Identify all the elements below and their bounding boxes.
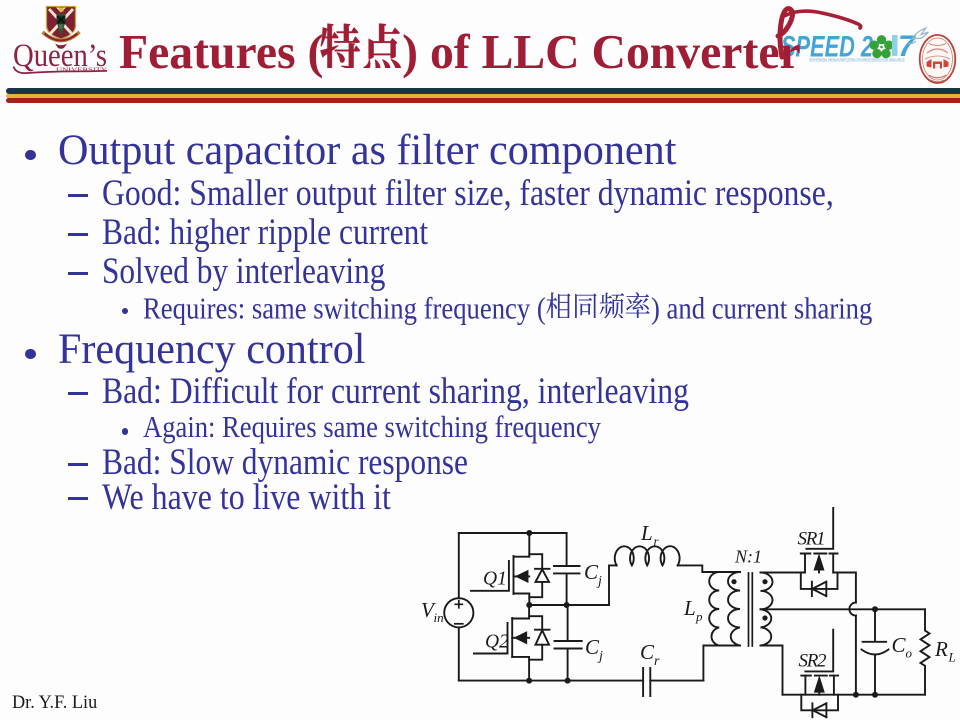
- svg-text:L: L: [640, 521, 653, 545]
- svg-text:N:1: N:1: [734, 547, 762, 567]
- svg-text:R: R: [934, 637, 948, 661]
- svg-text:C: C: [584, 560, 599, 584]
- svg-text:7: 7: [898, 30, 916, 63]
- svg-text:V: V: [421, 598, 436, 622]
- svg-text:C: C: [892, 633, 907, 657]
- svg-text:L: L: [683, 596, 696, 620]
- svg-text:Queen’s: Queen’s: [13, 38, 107, 74]
- svg-text:o: o: [906, 646, 913, 661]
- svg-text:Q1: Q1: [483, 569, 507, 590]
- svg-text:C: C: [640, 640, 655, 664]
- svg-text:SR1: SR1: [798, 529, 826, 550]
- svg-text:L: L: [948, 650, 956, 665]
- svg-text:Q2: Q2: [485, 632, 509, 653]
- svg-text:p: p: [695, 609, 703, 624]
- svg-text:j: j: [596, 574, 602, 589]
- svg-text:UNIVERSITY: UNIVERSITY: [56, 67, 108, 74]
- svg-text:r: r: [654, 534, 660, 549]
- svg-text:C: C: [585, 635, 600, 659]
- svg-text:in: in: [434, 610, 444, 625]
- svg-text:THE 9TH INTERNATIONAL SYMPOSIU: THE 9TH INTERNATIONAL SYMPOSIUM ON POWER…: [809, 58, 905, 63]
- svg-text:SR2: SR2: [799, 651, 828, 672]
- svg-text:SPEED 2: SPEED 2: [781, 31, 873, 64]
- svg-text:r: r: [654, 654, 660, 669]
- svg-text:j: j: [597, 649, 603, 664]
